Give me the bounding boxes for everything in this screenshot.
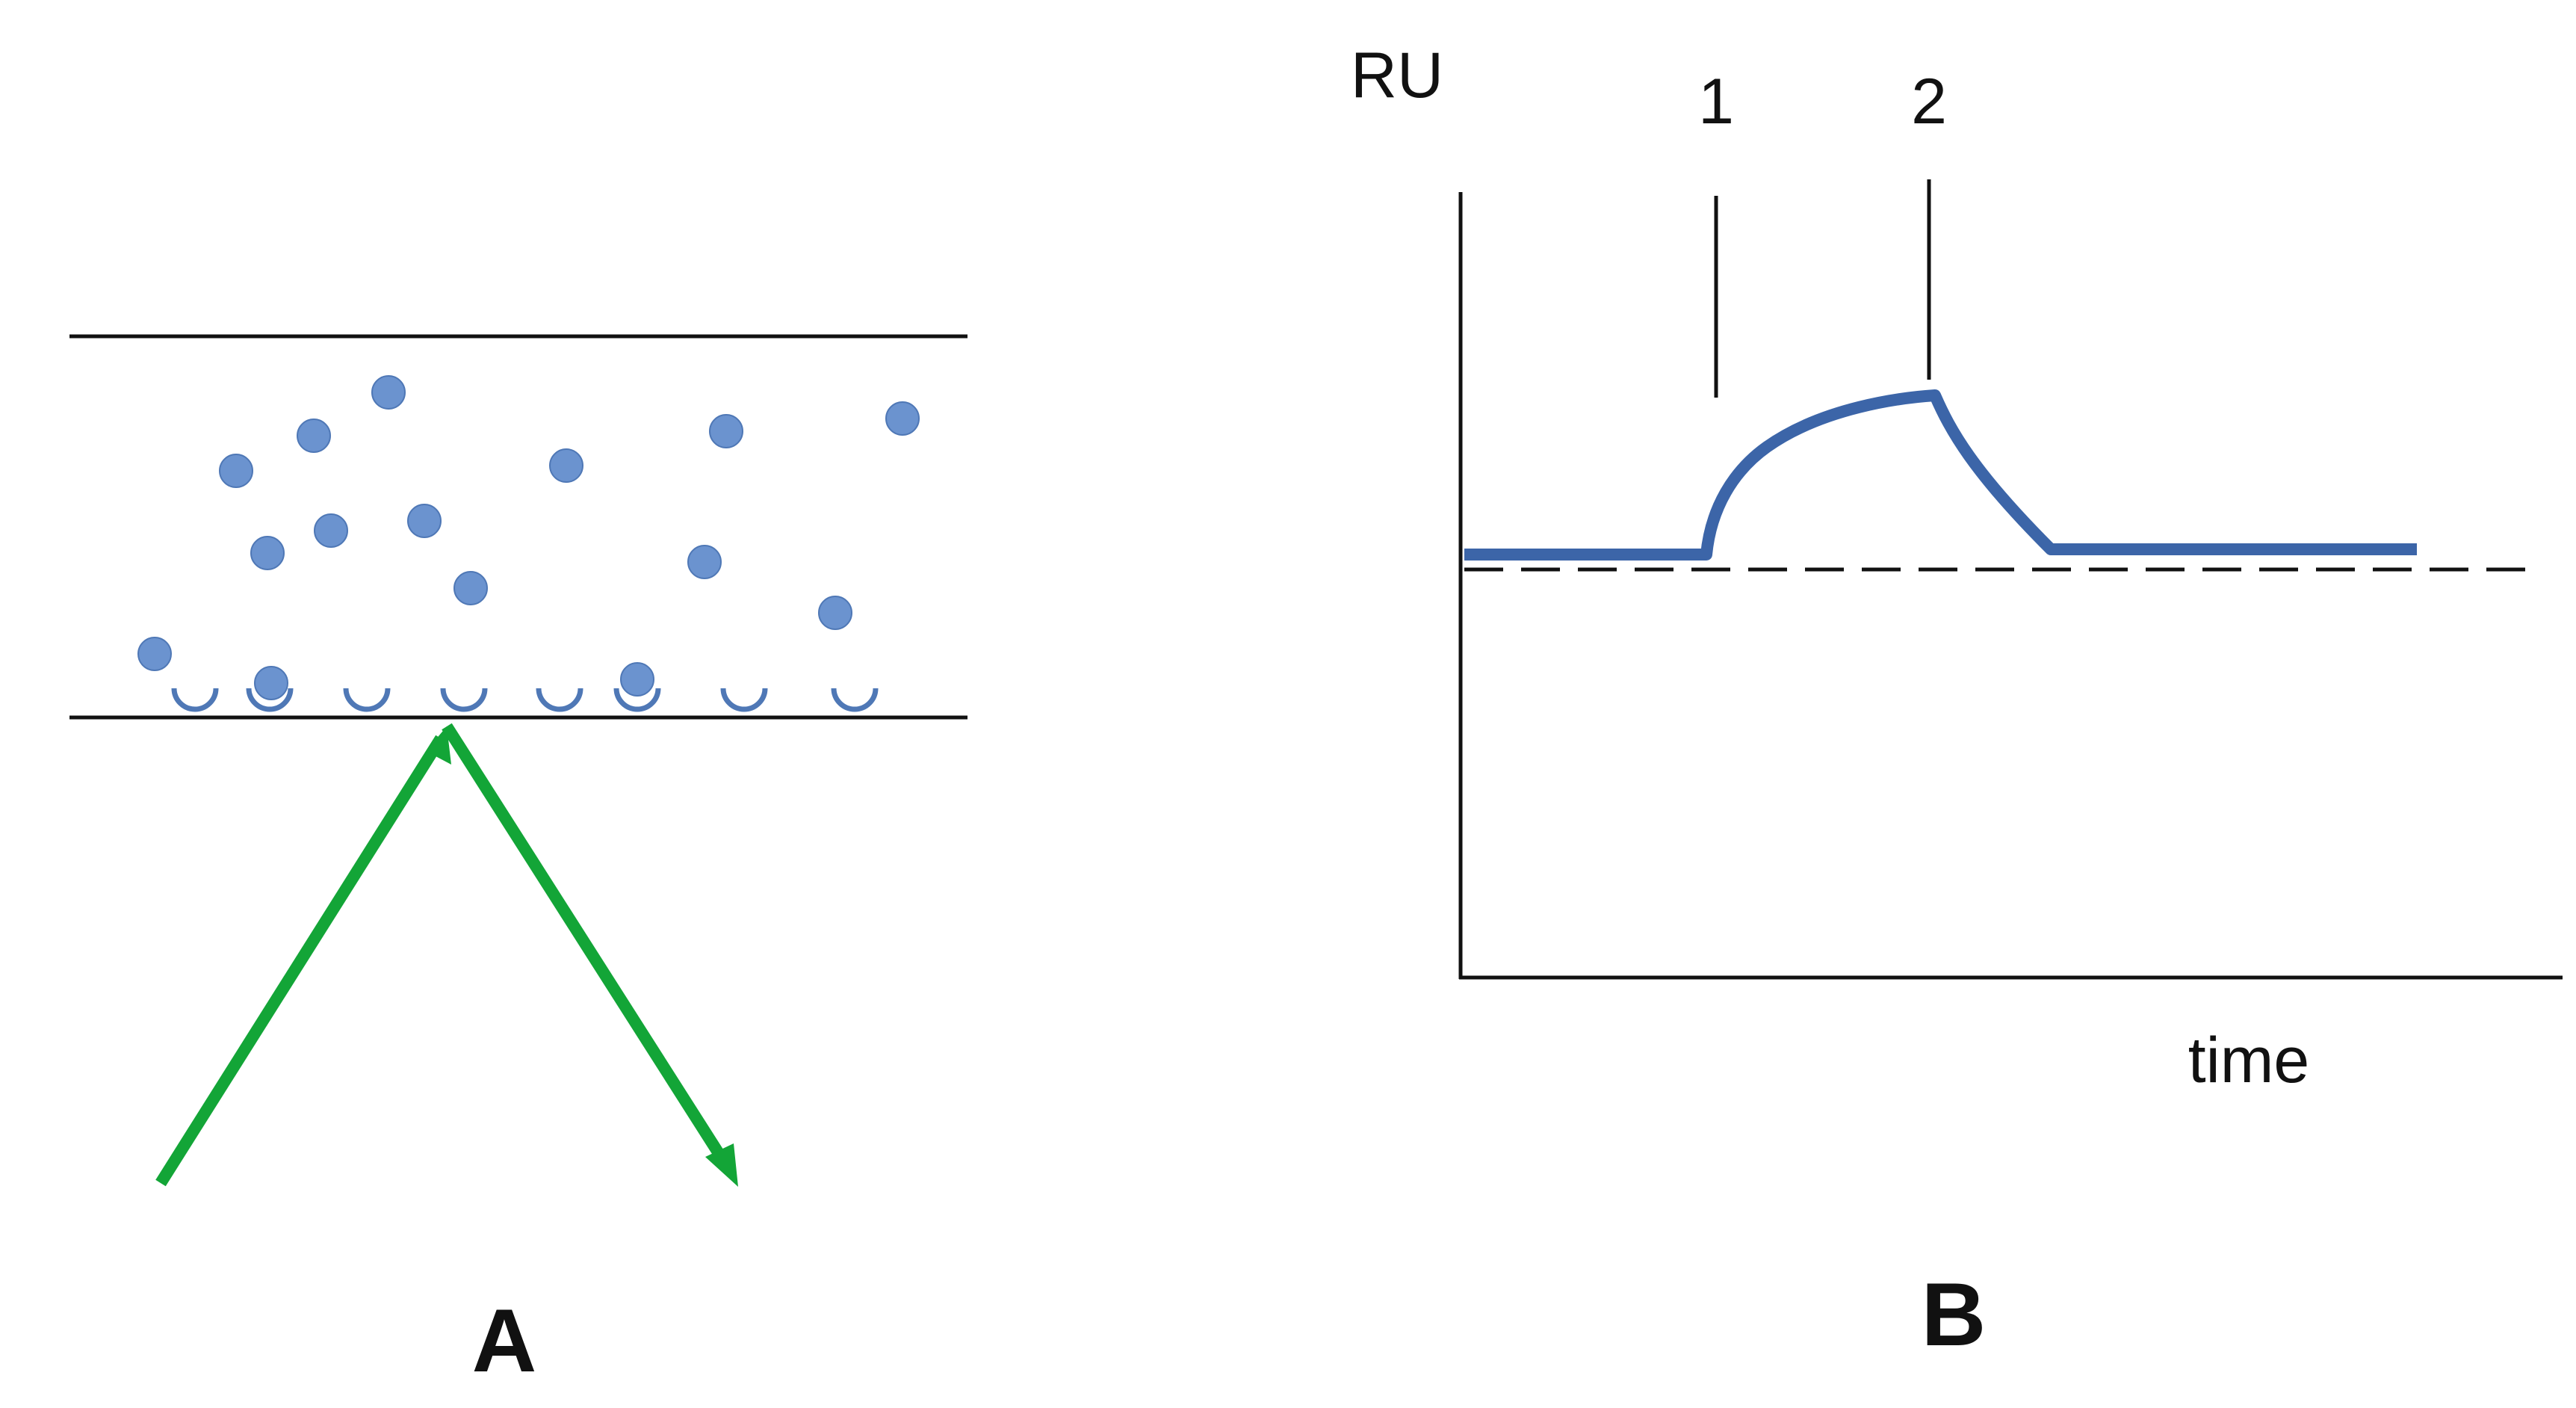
analyte-particle: [219, 454, 253, 488]
receptor: [613, 688, 661, 712]
x-axis-label: time: [2188, 1025, 2309, 1096]
receptor: [246, 688, 294, 712]
light-beam: [155, 723, 738, 1187]
analyte-particle: [885, 401, 920, 436]
sensorgram-curve: [1464, 389, 2417, 561]
analyte-particle: [687, 545, 722, 579]
bound-analyte-particle: [620, 662, 654, 697]
receptor: [536, 688, 583, 712]
panel-a: A: [69, 334, 967, 1391]
marker-label-1: 1: [1698, 66, 1734, 138]
analyte-particle: [818, 596, 852, 630]
incident-beam: [155, 735, 446, 1187]
bound-analyte-particle: [254, 666, 288, 700]
reflected-beam: [442, 723, 726, 1161]
y-axis-label: RU: [1351, 40, 1443, 111]
event-markers: 1 2: [1698, 66, 1947, 398]
receptor: [831, 688, 879, 712]
analyte-particle: [453, 571, 488, 605]
panel-b-label: B: [1922, 1265, 1987, 1365]
analyte-particle: [250, 536, 285, 570]
reflected-beam-arrowhead: [705, 1143, 738, 1187]
panel-a-label: A: [472, 1291, 537, 1391]
analyte-particle: [549, 448, 583, 483]
incident-beam-arrowhead: [426, 726, 451, 765]
free-analyte-particles: [137, 375, 920, 671]
receptor: [720, 688, 768, 712]
panel-b: 1 2 RU time B: [1351, 40, 2563, 1365]
receptor: [343, 688, 391, 712]
receptor: [171, 688, 219, 712]
analyte-particle: [297, 419, 331, 453]
analyte-particle: [314, 513, 348, 548]
analyte-particle: [371, 375, 406, 410]
analyte-particle: [137, 637, 172, 671]
analyte-particle: [709, 414, 743, 448]
receptor: [440, 688, 488, 712]
bound-analyte-particles: [254, 662, 654, 700]
analyte-particle: [407, 504, 442, 538]
marker-label-2: 2: [1911, 66, 1947, 138]
surface-receptors: [171, 688, 879, 712]
